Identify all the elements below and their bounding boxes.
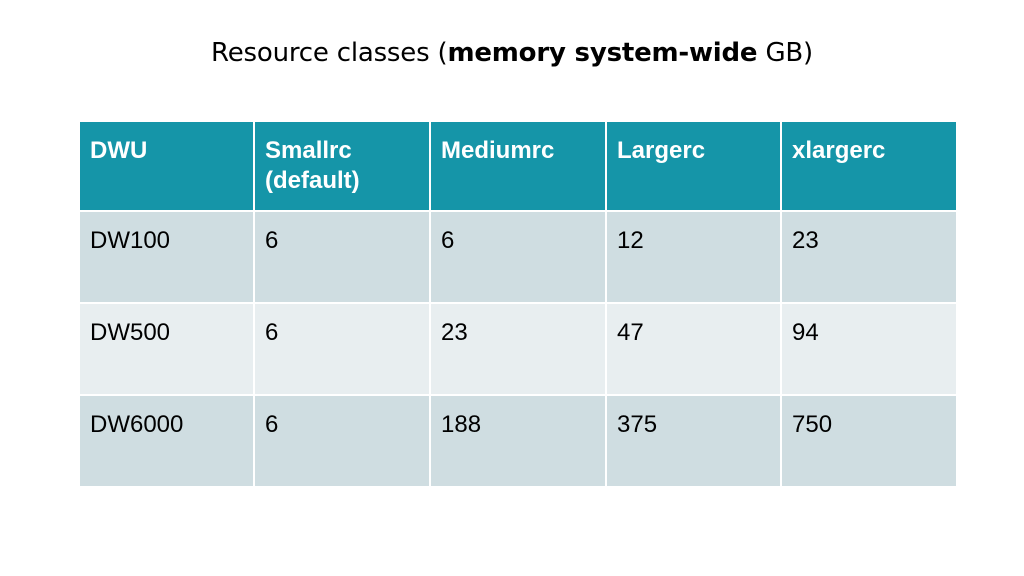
cell-dwu: DW500: [78, 302, 255, 396]
cell-smallrc: 6: [253, 394, 431, 488]
cell-largerc: 12: [605, 210, 782, 304]
cell-largerc: 47: [605, 302, 782, 396]
cell-smallrc: 6: [253, 302, 431, 396]
header-dwu: DWU: [78, 120, 255, 212]
cell-mediumrc: 188: [429, 394, 607, 488]
table-header-row: DWU Smallrc (default) Mediumrc Largerc x…: [78, 120, 958, 212]
cell-dwu: DW6000: [78, 394, 255, 488]
title-suffix: GB): [757, 38, 813, 68]
table-row: DW6000 6 188 375 750: [78, 394, 958, 488]
header-largerc: Largerc: [605, 120, 782, 212]
title-bold: memory system-wide: [447, 38, 758, 68]
table-row: DW100 6 6 12 23: [78, 210, 958, 304]
cell-largerc: 375: [605, 394, 782, 488]
cell-smallrc: 6: [253, 210, 431, 304]
table-row: DW500 6 23 47 94: [78, 302, 958, 396]
resource-classes-table: DWU Smallrc (default) Mediumrc Largerc x…: [78, 120, 958, 488]
title-prefix: Resource classes (: [211, 38, 448, 68]
header-mediumrc: Mediumrc: [429, 120, 607, 212]
slide-title: Resource classes (memory system-wide GB): [0, 38, 1024, 68]
cell-xlargerc: 23: [780, 210, 958, 304]
header-smallrc: Smallrc (default): [253, 120, 431, 212]
cell-mediumrc: 23: [429, 302, 607, 396]
header-xlargerc: xlargerc: [780, 120, 958, 212]
cell-mediumrc: 6: [429, 210, 607, 304]
cell-dwu: DW100: [78, 210, 255, 304]
cell-xlargerc: 750: [780, 394, 958, 488]
cell-xlargerc: 94: [780, 302, 958, 396]
